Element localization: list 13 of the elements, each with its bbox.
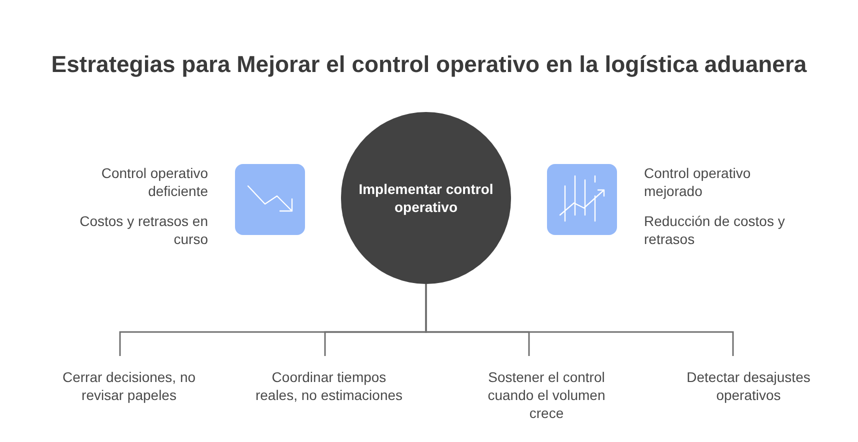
trend-down-icon [235,164,305,235]
description-text: Reducción de costos y retrasos [644,212,786,248]
branch-text: Cerrar decisiones, no revisar papeles [54,368,204,404]
description-text: Costos y retrasos en curso [78,212,208,248]
description-text: Control operativo deficiente [100,164,208,200]
branch-text: Sostener el control cuando el volumen crece [479,368,614,422]
branch-text: Coordinar tiempos reales, no estimaciones [252,368,406,404]
branch-text: Detectar desajustes operativos [676,368,821,404]
trend-up-icon [547,164,617,235]
title: Estrategias para Mejorar el control operativo en la logística aduanera [50,50,808,78]
node-label: Implementar control operativo [358,180,494,216]
description-text: Control operativo mejorado [644,164,752,200]
connector-line [425,284,734,356]
